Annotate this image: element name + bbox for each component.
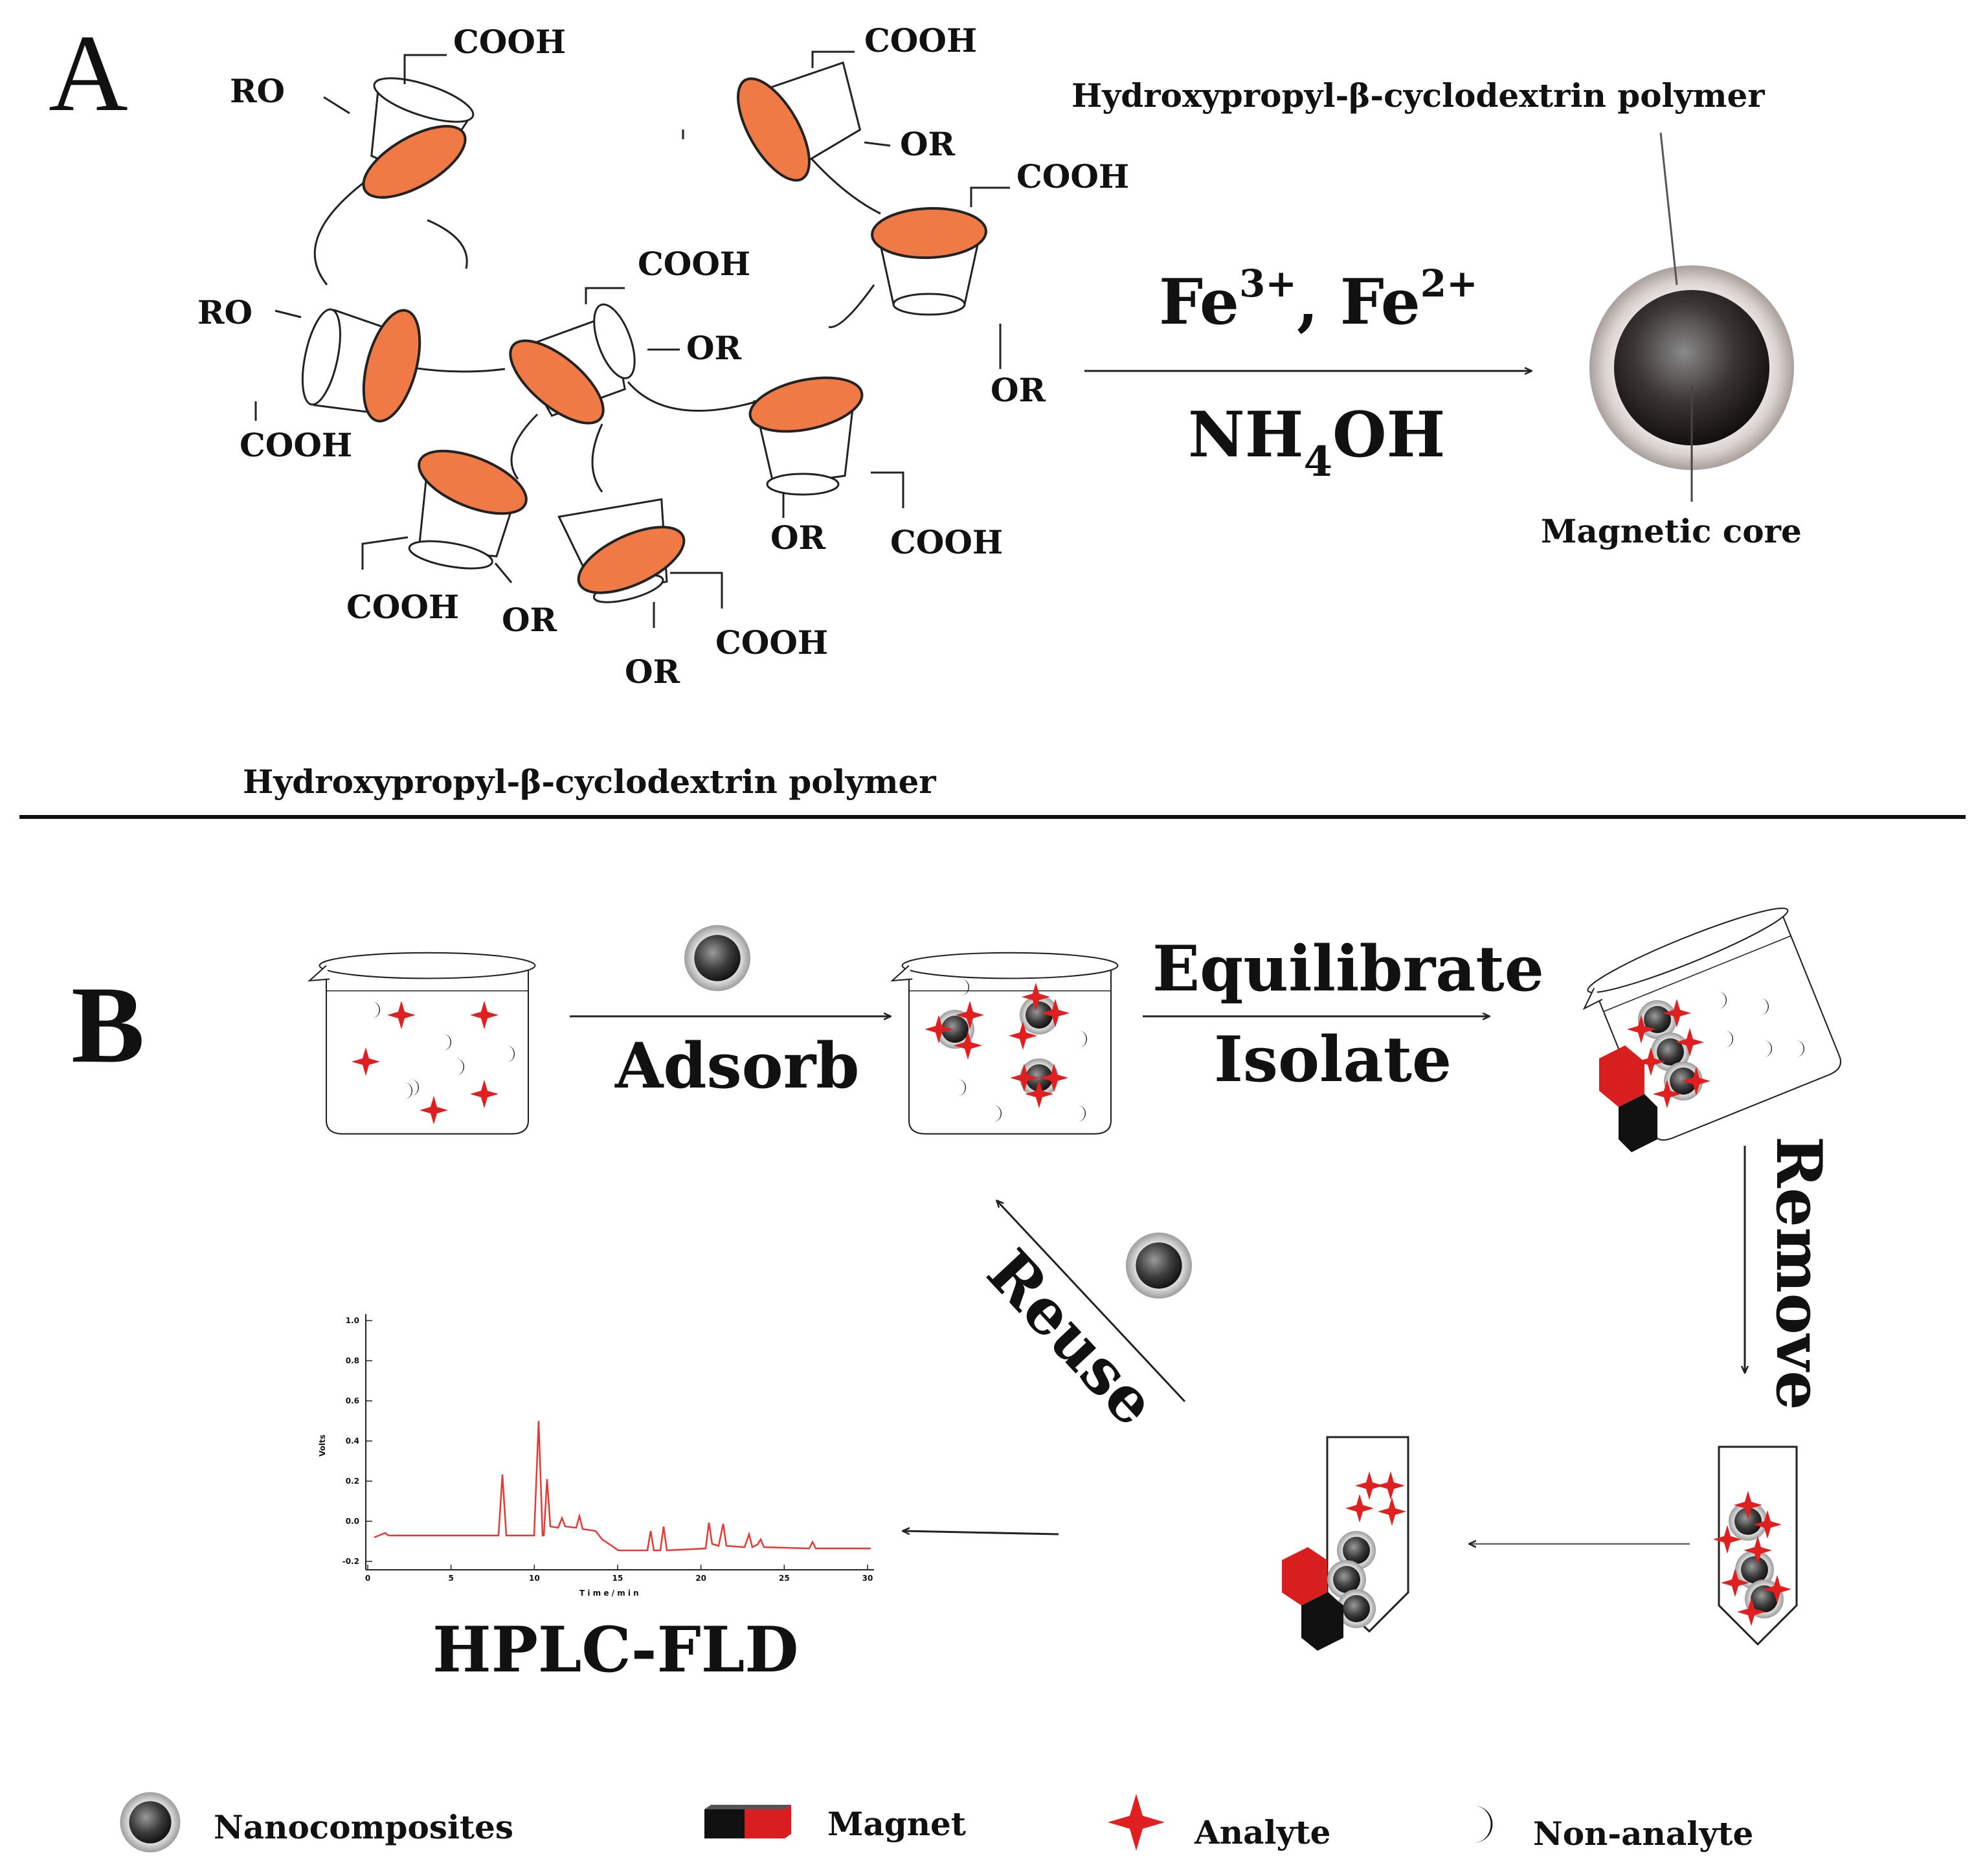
svg-text:COOH: COOH bbox=[346, 588, 459, 626]
hplc-method-label: HPLC-FLD bbox=[432, 1613, 799, 1686]
x-tick-label: 10 bbox=[529, 1574, 540, 1583]
svg-text:RO: RO bbox=[197, 293, 252, 331]
y-tick-label: 0.6 bbox=[346, 1396, 359, 1405]
legend-analyte-icon bbox=[1108, 1794, 1165, 1851]
legend-magnet-icon bbox=[704, 1805, 791, 1838]
magnet-block-tube bbox=[1282, 1547, 1343, 1651]
equilibrate-label: Equilibrate bbox=[1152, 932, 1544, 1005]
y-tick-label: 1.0 bbox=[346, 1316, 359, 1325]
isolate-label: Isolate bbox=[1214, 1023, 1452, 1096]
adsorb-label: Adsorb bbox=[614, 1029, 859, 1102]
remove-step: Remove bbox=[1745, 1136, 1835, 1410]
isolation-contents bbox=[1599, 992, 1804, 1152]
svg-text:COOH: COOH bbox=[715, 623, 828, 662]
svg-text:OR: OR bbox=[991, 371, 1046, 409]
analysis-arrow bbox=[903, 1531, 1059, 1535]
equilibrate-isolate-step: Equilibrate Isolate bbox=[1143, 932, 1544, 1096]
legend: Nanocomposites Magnet Analyte Non-analyt… bbox=[120, 1792, 1753, 1853]
y-tick-label: 0.0 bbox=[346, 1517, 359, 1526]
svg-text:OR: OR bbox=[770, 519, 826, 557]
svg-text:COOH: COOH bbox=[1016, 157, 1129, 195]
y-axis-label: Volts bbox=[318, 1435, 327, 1457]
x-tick-label: 20 bbox=[695, 1574, 706, 1583]
svg-text:COOH: COOH bbox=[890, 523, 1003, 561]
svg-text:COOH: COOH bbox=[864, 21, 977, 60]
svg-text:OR: OR bbox=[625, 653, 680, 691]
legend-non-analyte-icon bbox=[1474, 1805, 1493, 1843]
y-axis-ticks: 1.0 0.8 0.6 0.4 0.2 0.0 -0.2 bbox=[342, 1316, 372, 1566]
svg-text:COOH: COOH bbox=[638, 245, 750, 283]
svg-text:OR: OR bbox=[900, 125, 956, 163]
shell-label: Hydroxypropyl-β-cyclodextrin polymer bbox=[1071, 76, 1765, 115]
adsorb-step: Adsorb bbox=[570, 925, 890, 1102]
core-shell-nanoparticle bbox=[1589, 132, 1794, 502]
legend-non-analyte: Non-analyte bbox=[1533, 1815, 1753, 1853]
x-axis-ticks: 0 5 10 15 20 25 30 bbox=[365, 1565, 873, 1583]
x-axis-label: T i m e / m i n bbox=[579, 1589, 639, 1598]
cyclodextrin-polymer-network bbox=[254, 50, 1010, 628]
y-tick-label: 0.4 bbox=[346, 1436, 359, 1446]
reuse-step: Reuse bbox=[973, 1201, 1192, 1440]
legend-magnet: Magnet bbox=[827, 1805, 966, 1843]
svg-text:OR: OR bbox=[686, 329, 742, 367]
legend-nanocomposite-icon bbox=[120, 1792, 181, 1853]
svg-text:COOH: COOH bbox=[453, 23, 566, 61]
x-tick-label: 0 bbox=[365, 1574, 370, 1583]
svg-text:RO: RO bbox=[230, 72, 285, 110]
reagent-iron-ions: Fe3+, Fe2+ bbox=[1159, 262, 1478, 339]
y-tick-label: 0.8 bbox=[346, 1356, 359, 1365]
beaker-sample bbox=[308, 952, 536, 1135]
y-tick-label: -0.2 bbox=[342, 1557, 359, 1566]
magnetic-core-label: Magnetic core bbox=[1541, 512, 1802, 550]
substituent-labels: COOH RO COOH OR COOH COOH RO OR OR COOH … bbox=[197, 21, 1129, 691]
svg-text:OR: OR bbox=[502, 601, 557, 639]
beaker-isolation bbox=[1573, 897, 1852, 1152]
tube-separation bbox=[1282, 1436, 1409, 1651]
y-tick-label: 0.2 bbox=[346, 1477, 359, 1486]
magnet-block bbox=[1599, 1045, 1657, 1152]
tube-desorption bbox=[1713, 1446, 1798, 1646]
beaker-adsorption bbox=[891, 952, 1119, 1135]
x-tick-label: 30 bbox=[862, 1574, 873, 1583]
legend-analyte: Analyte bbox=[1194, 1813, 1331, 1851]
x-tick-label: 25 bbox=[779, 1574, 790, 1583]
x-tick-label: 15 bbox=[612, 1574, 623, 1583]
svg-text:COOH: COOH bbox=[240, 426, 352, 464]
remove-label: Remove bbox=[1762, 1136, 1835, 1410]
panel-b-label: B bbox=[71, 964, 144, 1086]
synthesis-reaction: Fe3+, Fe2+ NH4OH bbox=[1084, 262, 1531, 486]
legend-nanocomposites: Nanocomposites bbox=[214, 1808, 513, 1846]
reagent-ammonium-hydroxide: NH4OH bbox=[1188, 398, 1445, 486]
hplc-chromatogram: 1.0 0.8 0.6 0.4 0.2 0.0 -0.2 0 5 10 15 20 25 30 Volt… bbox=[318, 1314, 874, 1598]
polymer-caption: Hydroxypropyl-β-cyclodextrin polymer bbox=[243, 763, 936, 801]
x-tick-label: 5 bbox=[448, 1574, 453, 1583]
chromatogram-trace bbox=[374, 1420, 871, 1552]
panel-a-label: A bbox=[49, 12, 128, 134]
